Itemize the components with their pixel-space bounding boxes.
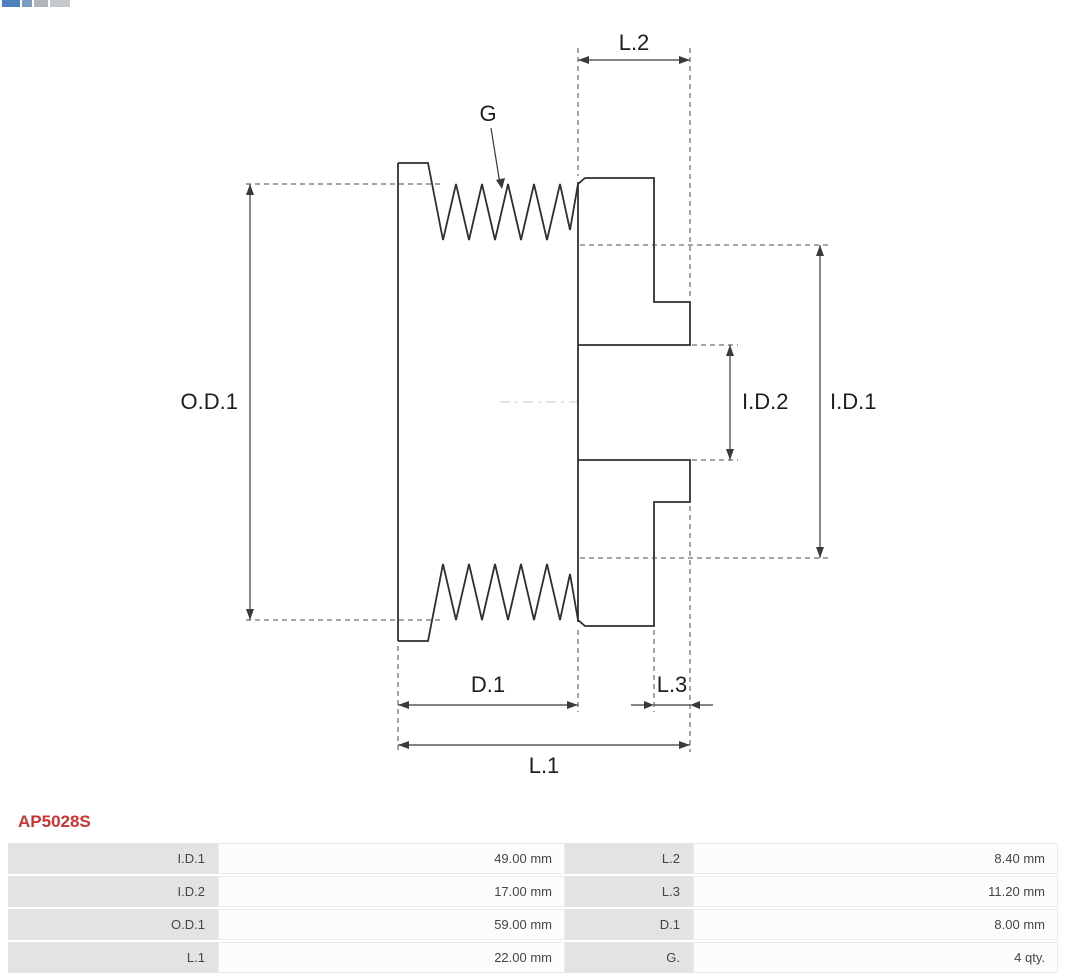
arrowhead	[644, 701, 654, 709]
spec-value: 17.00 mm	[218, 876, 565, 907]
arrowhead	[726, 345, 734, 356]
dim-label-l1: L.1	[529, 753, 560, 778]
spec-row: I.D.2 17.00 mm L.3 11.20 mm	[8, 876, 1058, 907]
spec-row: O.D.1 59.00 mm D.1 8.00 mm	[8, 909, 1058, 940]
spec-value: 4 qty.	[693, 942, 1058, 973]
dim-label-l3: L.3	[657, 672, 688, 697]
spec-label: L.3	[565, 876, 693, 907]
dim-label-id1: I.D.1	[830, 389, 876, 414]
spec-value: 59.00 mm	[218, 909, 565, 940]
logo-block	[50, 0, 70, 7]
spec-row: L.1 22.00 mm G. 4 qty.	[8, 942, 1058, 973]
spec-label: O.D.1	[8, 909, 218, 940]
arrowhead	[690, 701, 700, 709]
groove-leader-line	[490, 127, 501, 185]
dim-label-id2: I.D.2	[742, 389, 788, 414]
spec-value: 22.00 mm	[218, 942, 565, 973]
arrowhead	[567, 701, 578, 709]
logo-block	[22, 0, 32, 7]
arrowhead	[496, 178, 505, 189]
arrowhead	[578, 56, 589, 64]
spec-value: 49.00 mm	[218, 843, 565, 874]
arrowhead	[679, 741, 690, 749]
arrowhead	[816, 245, 824, 256]
brand-logo-fragment	[2, 0, 70, 8]
spec-label: G.	[565, 942, 693, 973]
logo-block	[34, 0, 48, 7]
spec-label: L.1	[8, 942, 218, 973]
arrowhead	[679, 56, 690, 64]
logo-block	[2, 0, 20, 7]
dim-label-od1: O.D.1	[181, 389, 238, 414]
spec-label: L.2	[565, 843, 693, 874]
spec-value: 11.20 mm	[693, 876, 1058, 907]
arrowhead	[398, 701, 409, 709]
spec-row: I.D.1 49.00 mm L.2 8.40 mm	[8, 843, 1058, 874]
pulley-outline-upper	[398, 162, 691, 346]
spec-label: I.D.1	[8, 843, 218, 874]
spec-value: 8.00 mm	[693, 909, 1058, 940]
arrowhead	[726, 449, 734, 460]
pulley-outline-lower	[398, 459, 691, 642]
arrowhead	[398, 741, 409, 749]
spec-value: 8.40 mm	[693, 843, 1058, 874]
arrowhead	[246, 184, 254, 195]
spec-table: I.D.1 49.00 mm L.2 8.40 mm I.D.2 17.00 m…	[8, 841, 1058, 975]
dim-label-l2: L.2	[619, 30, 650, 55]
arrowhead	[246, 609, 254, 620]
arrowhead	[816, 547, 824, 558]
dim-label-d1: D.1	[471, 672, 505, 697]
spec-label: D.1	[565, 909, 693, 940]
spec-label: I.D.2	[8, 876, 218, 907]
dim-label-g: G	[479, 101, 496, 126]
part-number: AP5028S	[18, 812, 91, 831]
pulley-technical-drawing: L.2 G O.D.1 I.D.2 I.D.1 D.1 L.3 L.1	[181, 30, 877, 778]
